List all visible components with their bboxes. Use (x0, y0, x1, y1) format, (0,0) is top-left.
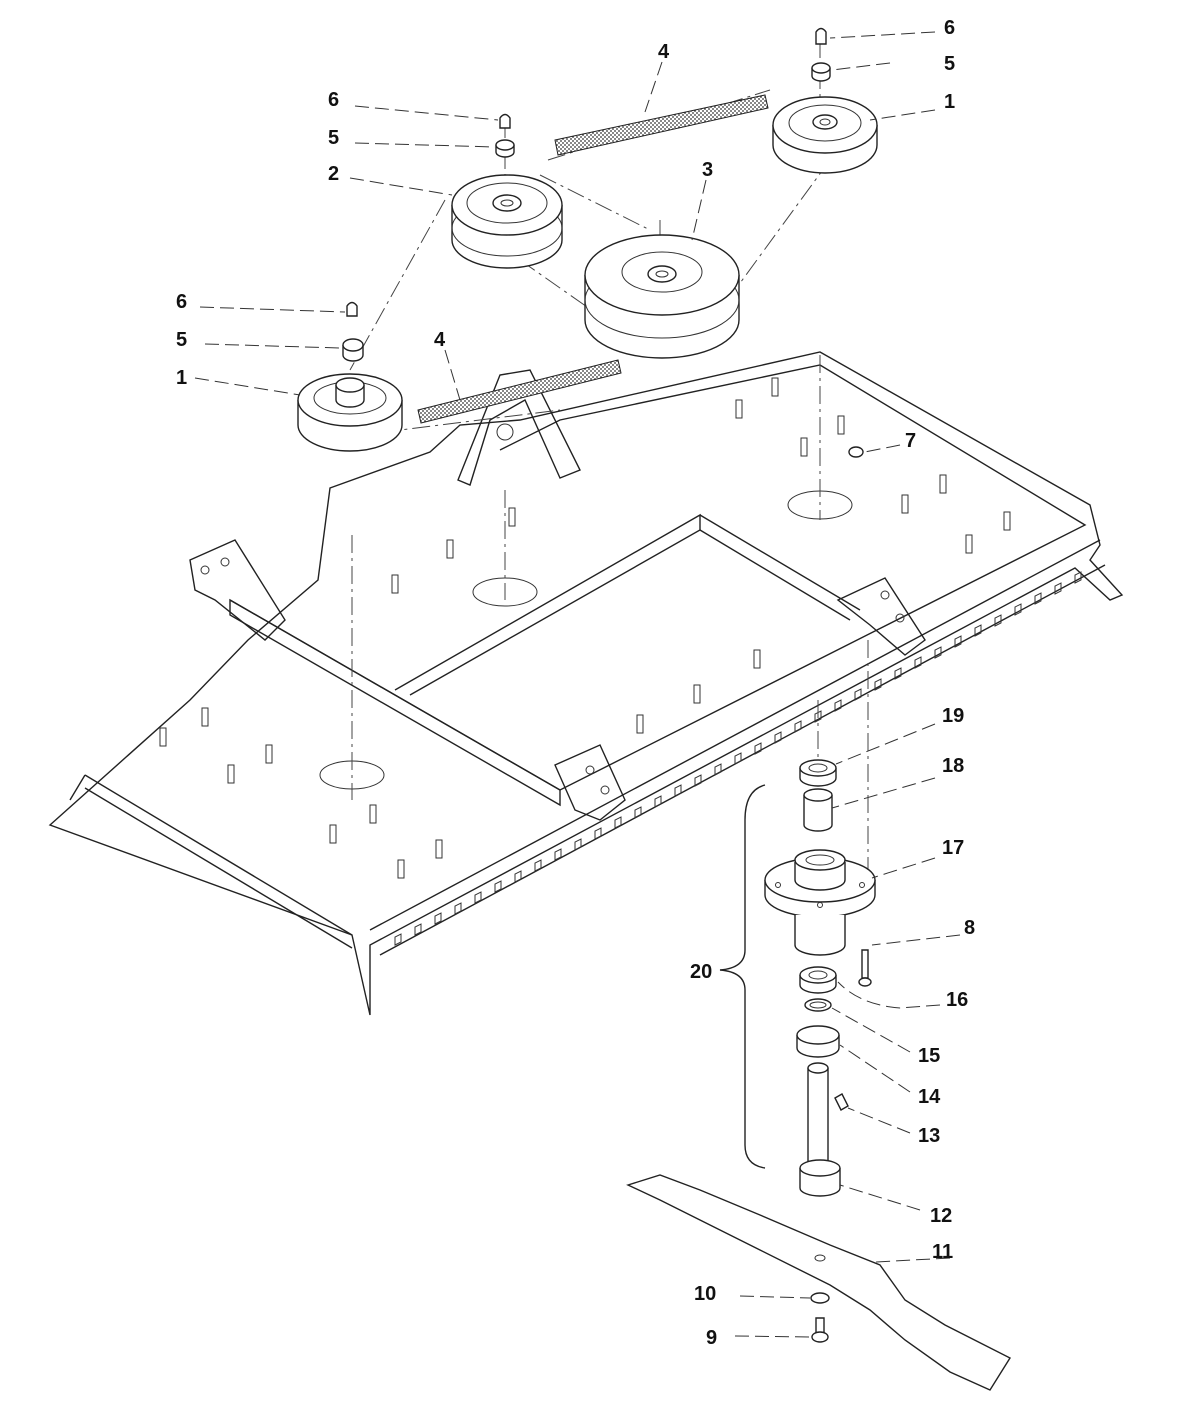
nut-5-left (342, 338, 364, 362)
leader-lines (194, 31, 961, 1338)
v-belt-upper (554, 94, 769, 156)
callout-3: 3 (702, 159, 713, 181)
skirt-slots (394, 571, 1082, 946)
callout-1-right: 1 (944, 91, 955, 113)
assembly-axes (319, 40, 869, 880)
callout-8: 8 (964, 917, 975, 939)
blade (626, 1174, 1011, 1391)
deck-studs (159, 377, 1011, 879)
pulley-right (772, 96, 878, 174)
callout-6-left: 6 (176, 291, 187, 313)
callout-17: 17 (942, 837, 964, 859)
callout-19: 19 (942, 705, 964, 727)
callout-5-right: 5 (944, 53, 955, 75)
mower-deck (48, 351, 1124, 1016)
pulley-left (297, 373, 403, 452)
washer (810, 1292, 830, 1304)
cap-6-mid (499, 113, 511, 129)
callout-18: 18 (942, 755, 964, 777)
callout-12: 12 (930, 1205, 952, 1227)
callout-4-lower: 4 (434, 329, 446, 351)
callout-6-mid: 6 (328, 89, 339, 111)
pulley-double (451, 174, 563, 269)
callout-2: 2 (328, 163, 339, 185)
callout-11: 11 (932, 1241, 953, 1263)
cap-6-left (346, 301, 358, 317)
callout-labels: 1 1 2 3 4 4 5 5 5 6 6 6 7 8 9 10 11 12 1… (176, 17, 975, 1349)
nut-5-mid (495, 139, 515, 158)
callout-5-mid: 5 (328, 127, 339, 149)
callout-20: 20 (690, 961, 712, 983)
spindle-assembly (719, 759, 876, 1197)
nut-7 (848, 446, 864, 458)
callout-14: 14 (918, 1086, 941, 1108)
v-belt-lower (417, 359, 622, 424)
pulley-large (584, 234, 740, 359)
callout-7: 7 (905, 430, 916, 452)
callout-1-left: 1 (176, 367, 187, 389)
callout-6-right: 6 (944, 17, 955, 39)
cap-6-right (815, 27, 827, 45)
callout-13: 13 (918, 1125, 940, 1147)
nut-5-right (811, 62, 831, 82)
callout-9: 9 (706, 1327, 717, 1349)
callout-4-upper: 4 (658, 41, 670, 63)
callout-16: 16 (946, 989, 968, 1011)
callout-5-left: 5 (176, 329, 187, 351)
callout-15: 15 (918, 1045, 940, 1067)
callout-10: 10 (694, 1283, 716, 1305)
